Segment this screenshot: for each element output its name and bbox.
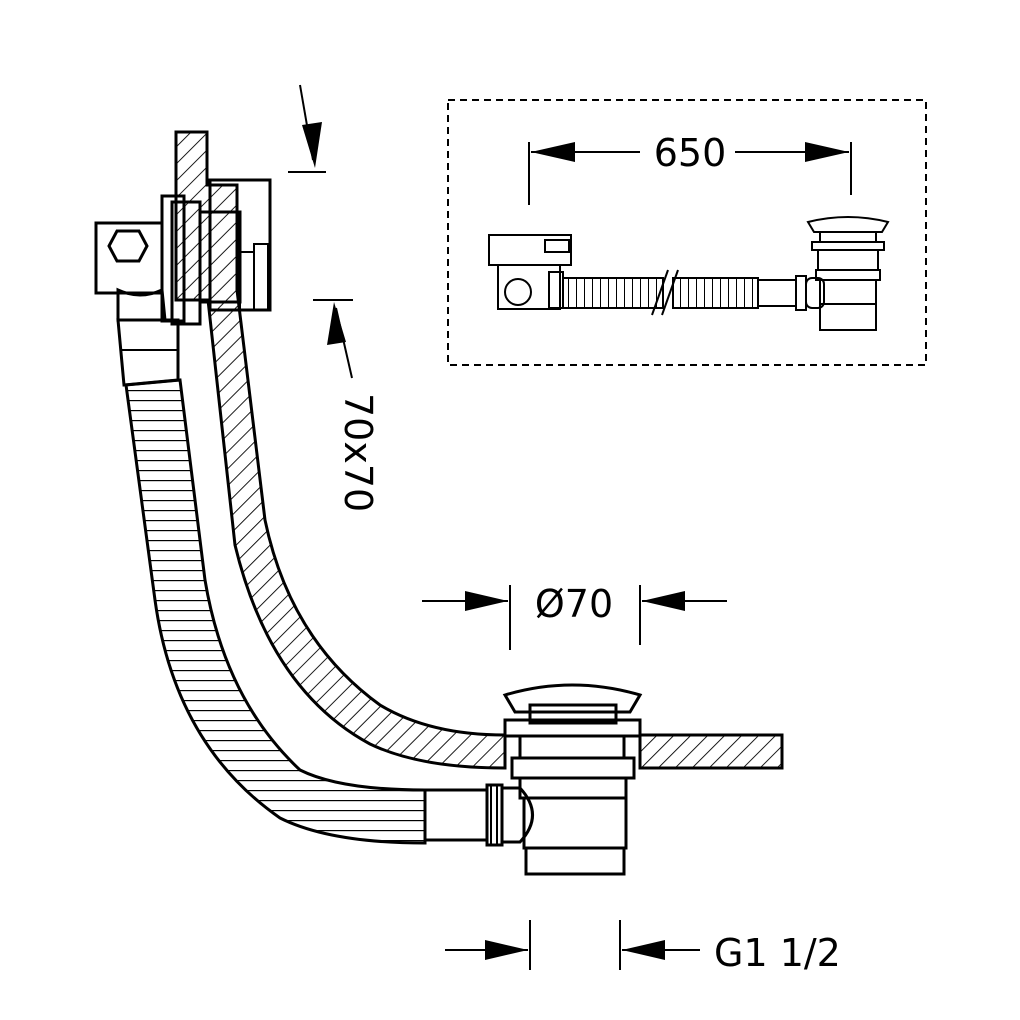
- drain-diameter-label: Ø70: [535, 582, 613, 626]
- inset-assembly: [488, 216, 890, 331]
- waste-plug: [502, 683, 643, 876]
- thread-dimension: G1 1/2: [445, 920, 841, 975]
- overflow-dimension: 70x70: [313, 299, 380, 512]
- drain-diameter-dimension: Ø70: [422, 582, 727, 650]
- length-dimension-label: 650: [654, 131, 727, 175]
- flexible-hose: [124, 378, 427, 845]
- overflow-head: [94, 178, 272, 326]
- bath-wall-section: [174, 130, 784, 770]
- length-dimension: 650: [528, 131, 852, 205]
- overflow-adapter: [116, 318, 180, 387]
- connecting-pipe: [423, 783, 534, 847]
- wall-thickness-arrow: [288, 84, 326, 173]
- overflow-dimension-label: 70x70: [336, 393, 380, 512]
- thread-dimension-label: G1 1/2: [714, 931, 841, 975]
